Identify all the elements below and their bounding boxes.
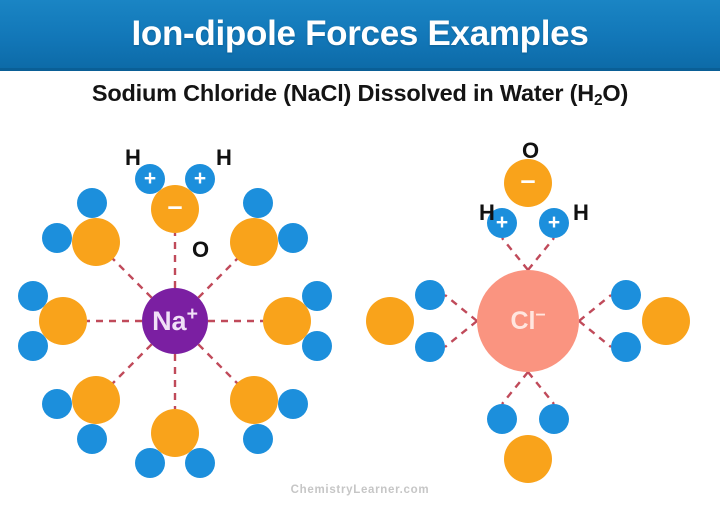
sodium-hydration-shell-label-h-0: H [125, 145, 141, 170]
chloride-hydration-shell-water-3-oxygen [366, 297, 414, 345]
ion-dipole-bond [111, 343, 153, 385]
sodium-hydration-shell-water-0-oxygen: – [151, 185, 199, 233]
sodium-hydration-shell-water-1-hydrogen-1 [278, 223, 309, 254]
sodium-hydration-shell-water-2-oxygen [263, 297, 311, 345]
ion-dipole-bond [111, 257, 153, 299]
sodium-hydration-shell-water-3-hydrogen-2 [278, 388, 309, 419]
sodium-hydration-shell-water-3-oxygen [230, 376, 279, 425]
ion-dipole-bond [501, 371, 529, 405]
subtitle: Sodium Chloride (NaCl) Dissolved in Wate… [0, 80, 720, 109]
sodium-hydration-shell-water-5-hydrogen-1 [41, 388, 72, 419]
ion-dipole-bond [197, 343, 239, 385]
na-ion: Na+ [142, 288, 208, 354]
ion-dipole-bond [444, 320, 478, 348]
chloride-hydration-shell-water-1-hydrogen-2 [611, 280, 641, 310]
sodium-hydration-shell-water-0-hydrogen-2-charge-sign: + [143, 166, 157, 190]
cl-ion-label: Cl– [510, 303, 546, 335]
chloride-hydration-shell-water-0-hydrogen-1: + [539, 208, 569, 238]
sodium-hydration-shell-water-6-hydrogen-2 [18, 331, 48, 361]
ion-dipole-bond [578, 294, 612, 322]
chloride-hydration-shell-water-2-oxygen [504, 435, 552, 483]
sodium-hydration-shell-water-5-hydrogen-2 [77, 424, 108, 455]
sodium-hydration-shell-water-4-oxygen [151, 409, 199, 457]
sodium-hydration-shell-water-7-hydrogen-1 [77, 187, 108, 218]
chloride-hydration-shell-water-3-hydrogen-1 [415, 280, 445, 310]
sodium-hydration-shell-water-3-hydrogen-1 [242, 424, 273, 455]
sodium-hydration-shell-water-7-oxygen [71, 217, 120, 266]
subtitle-text-after: O) [602, 80, 629, 106]
sodium-hydration-shell-water-1-oxygen [230, 217, 279, 266]
chloride-hydration-shell-water-1-oxygen [642, 297, 690, 345]
watermark: ChemistryLearner.com [290, 484, 430, 496]
sodium-hydration-shell-water-1-hydrogen-2 [242, 187, 273, 218]
na-ion-charge: + [186, 302, 198, 325]
ion-dipole-bond [578, 320, 612, 348]
title-banner: Ion-dipole Forces Examples [0, 0, 720, 71]
chloride-hydration-shell-water-3-hydrogen-2 [415, 332, 445, 362]
cl-ion: Cl– [477, 270, 579, 372]
chloride-hydration-shell-water-0-oxygen: – [504, 159, 552, 207]
subtitle-subscript: 2 [594, 92, 603, 109]
sodium-hydration-shell-water-5-oxygen [71, 376, 120, 425]
chloride-hydration-shell-water-2-hydrogen-1 [487, 404, 517, 434]
cl-ion-charge: – [535, 303, 546, 324]
sodium-hydration-shell-water-0-oxygen-charge-sign: – [167, 191, 183, 221]
na-ion-label: Na+ [152, 302, 198, 336]
page-title: Ion-dipole Forces Examples [131, 14, 589, 53]
chloride-hydration-shell-water-0-hydrogen-2-charge-sign: + [495, 210, 509, 234]
chloride-hydration-shell-water-2-hydrogen-2 [539, 404, 569, 434]
sodium-hydration-shell-water-4-hydrogen-2 [185, 448, 215, 478]
ion-dipole-bond [444, 294, 478, 322]
sodium-hydration-shell-water-6-oxygen [39, 297, 87, 345]
sodium-hydration-shell-water-2-hydrogen-2 [302, 281, 332, 311]
ion-dipole-bond [527, 237, 555, 271]
sodium-hydration-shell-water-7-hydrogen-2 [41, 223, 72, 254]
sodium-hydration-shell-water-2-hydrogen-1 [302, 331, 332, 361]
chloride-hydration-shell-label-h-2: H [573, 200, 589, 225]
chloride-hydration-shell-water-0-hydrogen-1-charge-sign: + [547, 210, 561, 234]
sodium-hydration-shell-water-4-hydrogen-1 [135, 448, 165, 478]
chloride-hydration-shell-label-o-0: O [522, 138, 540, 163]
chloride-hydration-shell-label-h-1: H [479, 200, 495, 225]
chloride-hydration-shell-water-0-oxygen-charge-sign: – [520, 165, 536, 195]
subtitle-text-before: Sodium Chloride (NaCl) Dissolved in Wate… [91, 80, 594, 106]
sodium-hydration-shell-label-o-2: O [192, 237, 210, 262]
sodium-hydration-shell-water-0-hydrogen-1-charge-sign: + [193, 166, 207, 190]
chloride-hydration-shell-water-0-hydrogen-2: + [487, 208, 517, 238]
ion-dipole-bond [501, 237, 529, 271]
ion-dipole-bond [527, 371, 555, 405]
ion-dipole-bond [197, 257, 239, 299]
sodium-hydration-shell-label-h-1: H [216, 145, 232, 170]
sodium-hydration-shell-water-0-hydrogen-1: + [185, 164, 215, 194]
chloride-hydration-shell-water-1-hydrogen-1 [611, 332, 641, 362]
